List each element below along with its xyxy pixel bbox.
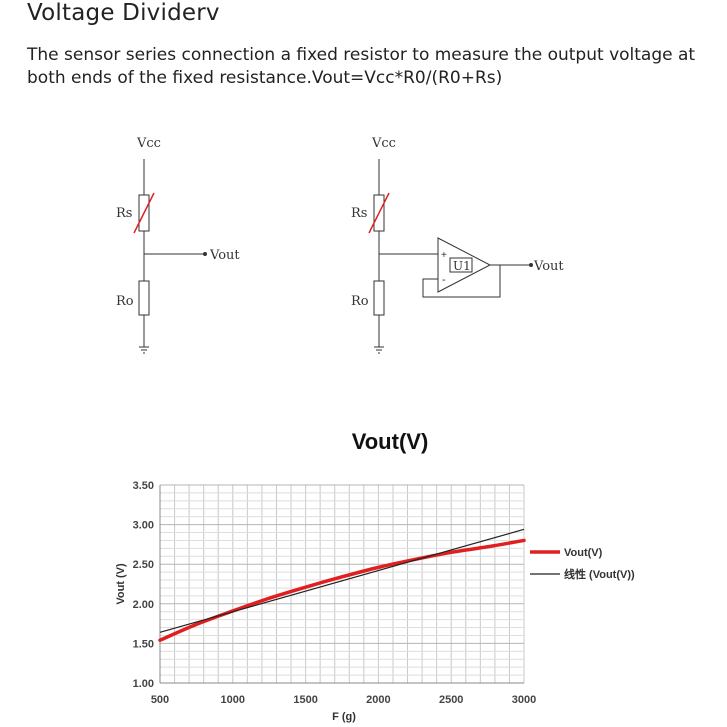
vout-label: Vout <box>533 259 564 274</box>
opamp-label: U1 <box>453 259 471 273</box>
rs-label: Rs <box>116 206 132 221</box>
x-tick-label: 1000 <box>221 694 245 706</box>
y-tick-label: 1.00 <box>133 678 154 690</box>
page-title: Voltage Dividerv <box>27 0 220 26</box>
x-tick-label: 2500 <box>439 694 463 706</box>
series-line-linear-trend <box>159 528 525 633</box>
y-axis-label: Vout (V) <box>115 563 127 605</box>
legend-label: Vout(V) <box>564 547 603 559</box>
ground-icon <box>374 346 384 354</box>
fixed-resistor-ro <box>138 280 150 316</box>
vout-label: Vout <box>209 248 240 263</box>
vcc-label: Vcc <box>371 136 396 151</box>
vcc-label: Vcc <box>136 136 161 151</box>
ro-label: Ro <box>116 294 134 309</box>
buffered-divider-schematic: Vcc Rs + - U1 Vout Ro <box>351 136 564 354</box>
y-tick-label: 3.00 <box>133 520 154 532</box>
y-tick-label: 1.50 <box>133 638 154 650</box>
legend-label: 线性 (Vout(V)) <box>564 567 635 581</box>
voltage-divider-schematic: Vcc Rs Vout Ro <box>116 136 240 354</box>
opamp-minus-sign: - <box>442 274 446 286</box>
y-tick-label: 2.50 <box>133 559 154 571</box>
fixed-resistor-ro <box>373 280 385 316</box>
y-tick-label: 3.50 <box>133 480 154 492</box>
x-tick-label: 2000 <box>366 694 390 706</box>
y-tick-label: 2.00 <box>133 599 154 611</box>
series-line-vout <box>158 538 526 642</box>
x-axis-label: F (g) <box>332 711 356 723</box>
vout-chart: 1.00 1.50 2.00 2.50 3.00 3.50 500 1000 1500 2000 2… <box>115 480 635 723</box>
description-paragraph: The sensor series connection a fixed res… <box>27 45 696 88</box>
ground-icon <box>139 346 149 354</box>
x-tick-label: 1500 <box>293 694 317 706</box>
x-tick-label: 500 <box>151 694 169 706</box>
rs-label: Rs <box>351 206 367 221</box>
ro-label: Ro <box>351 294 369 309</box>
opamp-plus-sign: + <box>441 250 447 261</box>
x-tick-label: 3000 <box>512 694 536 706</box>
chart-title: Vout(V) <box>351 429 429 454</box>
